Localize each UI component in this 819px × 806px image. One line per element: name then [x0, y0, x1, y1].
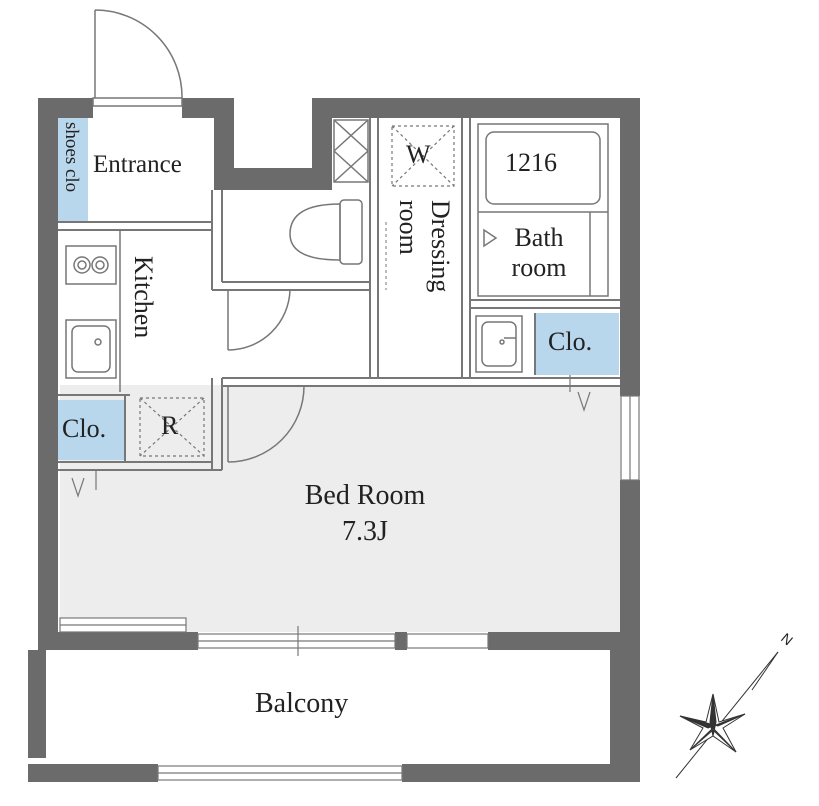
bath-line2: room [511, 253, 567, 282]
washer-space [391, 125, 455, 187]
bath-line1: Bath [514, 223, 564, 252]
bottom-outer-window [157, 765, 403, 781]
bedroom-area: 7.3J [342, 516, 388, 547]
bedroom-floor-left [60, 462, 230, 482]
closet-right-label: Clo. [548, 327, 593, 356]
closet-door-marks [71, 375, 591, 498]
balcony-label: Balcony [255, 688, 349, 719]
kitchen-counter [65, 230, 121, 392]
bedroom-name: Bed Room [304, 480, 426, 511]
storage-box [333, 119, 369, 183]
closet-right-area [535, 313, 619, 375]
bath-size-label: 1216 [505, 148, 557, 177]
fridge-space [139, 397, 205, 457]
balcony-window [59, 617, 489, 656]
fridge-label: R [161, 411, 179, 440]
bath-room-label: Bath room [497, 223, 581, 283]
closet-left-label: Clo. [62, 414, 107, 443]
dressing-line1: Dressing [426, 200, 455, 293]
side-window [620, 395, 640, 481]
shoes-closet-label: shoes clo [61, 122, 82, 193]
toilet-door [227, 289, 291, 351]
wash-basin [475, 315, 523, 373]
bedroom-floor [60, 385, 620, 632]
bedroom-label: Bed Room 7.3J [260, 478, 470, 550]
inner-walls [58, 118, 620, 471]
closet-left-area [58, 400, 125, 460]
shoes-closet-area [58, 118, 88, 222]
entrance-label: Entrance [93, 151, 182, 178]
dressing-line2: room [394, 200, 423, 255]
bedroom-door [227, 385, 305, 463]
entrance-door [92, 9, 183, 107]
kitchen-label: Kitchen [129, 256, 158, 339]
dressing-room-label: Dressing room [392, 200, 456, 292]
toilet-fixture [289, 199, 363, 265]
outer-walls [28, 98, 640, 782]
bathtub [477, 123, 609, 297]
washer-label: W [406, 140, 431, 169]
compass-icon [675, 651, 779, 779]
